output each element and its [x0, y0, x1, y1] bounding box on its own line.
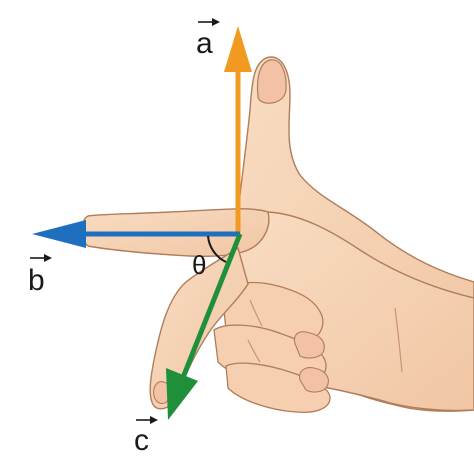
vector-b-arrowhead — [32, 220, 86, 248]
label-c-text: c — [134, 424, 149, 457]
middle-finger — [149, 246, 249, 410]
folded-nail-2 — [299, 367, 329, 393]
vector-c-arrowhead — [166, 368, 198, 420]
knuckle-crease — [247, 299, 403, 373]
label-b: b — [28, 254, 52, 297]
label-a: a — [196, 18, 220, 60]
vector-a-arrowhead — [224, 26, 252, 72]
vector-c — [166, 233, 243, 420]
label-a-overarrow-head — [212, 18, 220, 26]
angle-label-theta: θ — [192, 250, 206, 280]
label-b-overarrow-head — [44, 254, 52, 262]
folded-nail-1 — [293, 331, 325, 359]
folded-finger-3 — [225, 362, 331, 414]
vector-c-shaft — [179, 233, 243, 381]
vector-a — [224, 26, 252, 234]
angle-arc — [207, 235, 227, 263]
label-a-text: a — [196, 27, 213, 60]
vector-b — [32, 220, 240, 248]
label-c: c — [134, 416, 158, 457]
label-b-text: b — [28, 264, 45, 297]
label-c-overarrow-head — [150, 416, 158, 424]
thumb-nail — [256, 59, 287, 104]
hand-illustration — [81, 56, 474, 414]
